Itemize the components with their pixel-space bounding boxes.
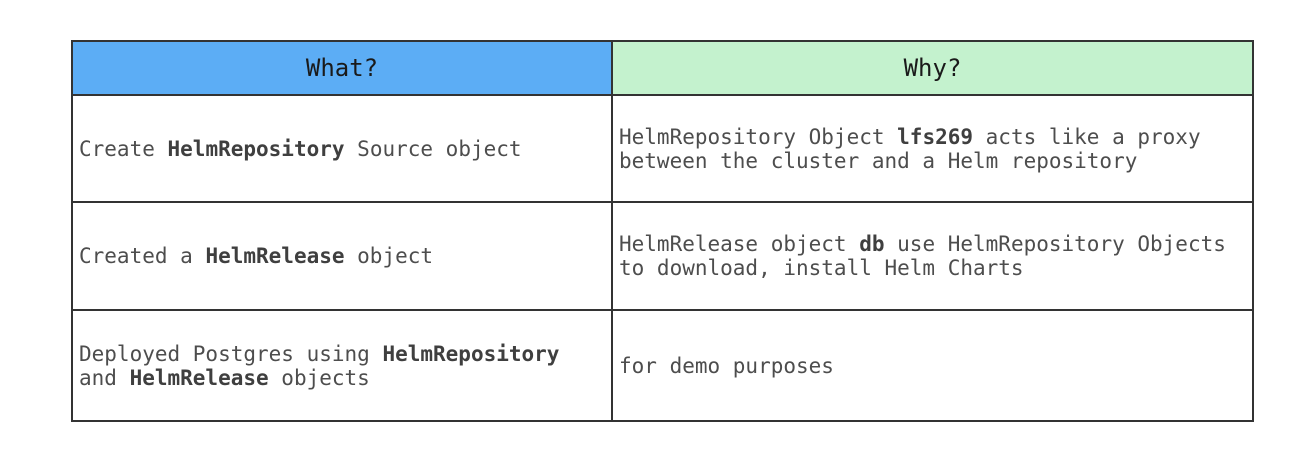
cell-text: Created a HelmRelease object	[79, 244, 434, 268]
table-row-1-cell-why: HelmRepository Object lfs269 acts like a…	[611, 94, 1252, 201]
header-label-what: What?	[305, 54, 379, 82]
cell-text: for demo purposes	[619, 353, 834, 378]
table-row-3-cell-what: Deployed Postgres using HelmRepository a…	[73, 309, 611, 420]
cell-text: HelmRepository Object lfs269 acts like a…	[619, 124, 1201, 173]
table-row-3-cell-why: for demo purposes	[611, 309, 1252, 420]
comparison-table: What? Why? Create HelmRepository Source …	[71, 40, 1254, 422]
cell-text: Deployed Postgres using HelmRepository a…	[79, 341, 560, 390]
table-row-1-cell-what: Create HelmRepository Source object	[73, 94, 611, 201]
cell-text: HelmRelease object db use HelmRepository…	[619, 232, 1226, 280]
table-row-2-cell-what: Created a HelmRelease object	[73, 201, 611, 309]
header-cell-why: Why?	[611, 42, 1252, 94]
cell-text: Create HelmRepository Source object	[79, 136, 522, 161]
header-label-why: Why?	[903, 54, 962, 82]
header-cell-what: What?	[73, 42, 611, 94]
table-row-2-cell-why: HelmRelease object db use HelmRepository…	[611, 201, 1252, 309]
